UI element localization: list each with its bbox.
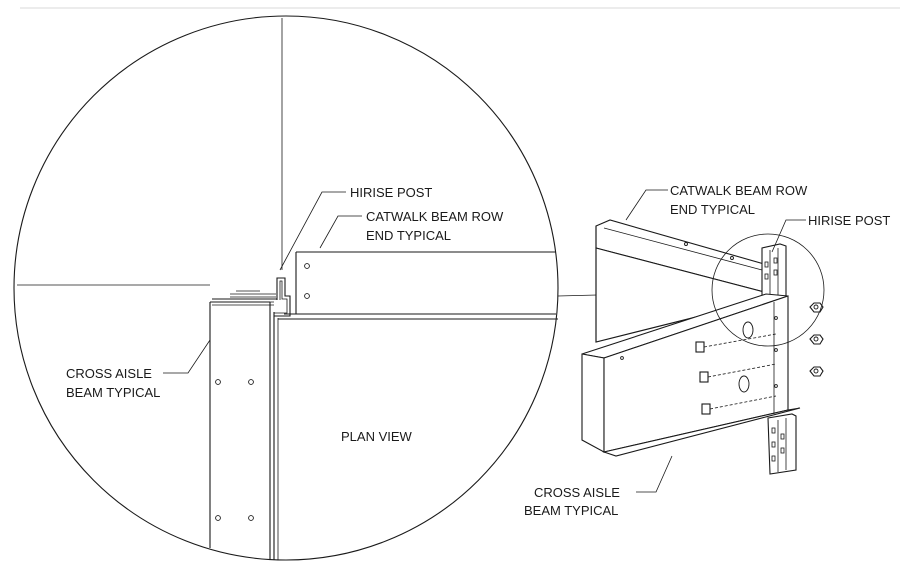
label-iso-catwalk-line1: CATWALK BEAM ROW [670, 183, 808, 198]
detail-circle-view: HIRISE POST CATWALK BEAM ROW END TYPICAL… [13, 15, 559, 561]
label-hirise-post: HIRISE POST [350, 185, 432, 200]
label-iso-hirise-post: HIRISE POST [808, 213, 890, 228]
label-iso-cross-aisle-line2: BEAM TYPICAL [524, 503, 618, 518]
label-cross-aisle-line2: BEAM TYPICAL [66, 385, 160, 400]
beam-slot [742, 321, 754, 339]
catwalk-bolt-hole [304, 263, 310, 269]
leader-catwalk-beam [319, 215, 362, 249]
cross-aisle-bolt-hole [215, 379, 221, 385]
catwalk-beam-plan [278, 251, 558, 320]
bolt [701, 395, 777, 415]
hirise-post-section [212, 277, 291, 317]
label-catwalk-beam-line1: CATWALK BEAM ROW [366, 209, 504, 224]
nut-set [809, 302, 824, 377]
hirise-post-iso [761, 243, 797, 475]
isometric-assembly-view: CATWALK BEAM ROW END TYPICAL HIRISE POST… [524, 183, 890, 518]
label-cross-aisle-line1: CROSS AISLE [66, 366, 152, 381]
leader-iso-cross-aisle-beam [636, 455, 673, 493]
catwalk-bolt-hole [304, 293, 310, 299]
label-plan-view: PLAN VIEW [341, 429, 413, 444]
leader-hirise-post [279, 191, 346, 271]
cross-aisle-beam-plan [209, 301, 279, 560]
leader-iso-hirise-post [771, 219, 806, 253]
leader-cross-aisle-beam [163, 339, 211, 374]
beam-slot [738, 375, 750, 393]
leader-iso-catwalk-beam [625, 189, 668, 221]
bolt [699, 363, 777, 383]
label-iso-catwalk-line2: END TYPICAL [670, 202, 755, 217]
detail-reference-circle [711, 233, 825, 347]
label-iso-cross-aisle-line1: CROSS AISLE [534, 485, 620, 500]
cross-aisle-bolt-hole [248, 515, 254, 521]
cross-aisle-beam-iso [581, 293, 801, 457]
cross-aisle-bolt-hole [248, 379, 254, 385]
label-catwalk-beam-line2: END TYPICAL [366, 228, 451, 243]
cross-aisle-bolt-hole [215, 515, 221, 521]
bolt-set [695, 333, 777, 415]
detail-circle [13, 15, 559, 561]
bolt [695, 333, 777, 353]
